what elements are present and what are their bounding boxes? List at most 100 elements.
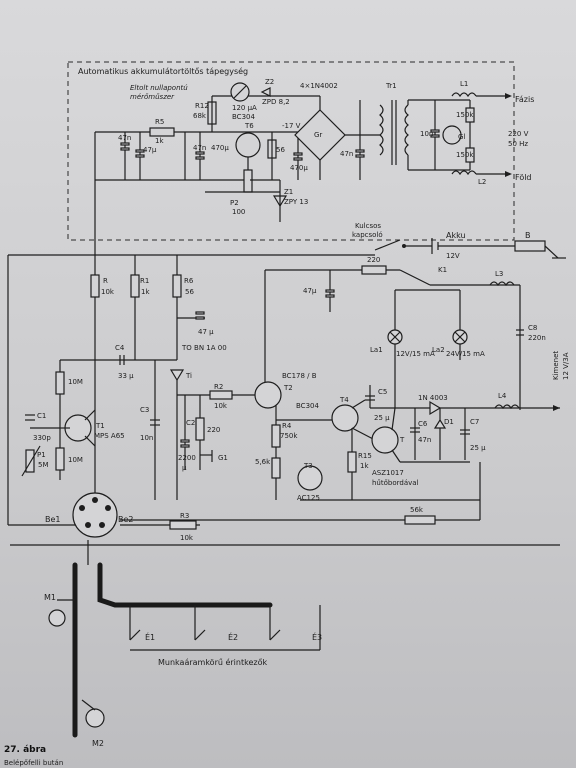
label-fold: Föld xyxy=(515,173,532,182)
label-r12-value: 68k xyxy=(193,112,207,120)
label-10n: 10n xyxy=(420,130,433,138)
label-l2: L2 xyxy=(478,178,486,186)
resistor-r15 xyxy=(347,451,357,473)
resistor-56k xyxy=(404,515,436,525)
label-gl: Gl xyxy=(458,133,465,141)
label-47u-1: 47μ xyxy=(143,146,157,154)
capacitor-plate xyxy=(195,156,205,160)
label-l1: L1 xyxy=(460,80,468,88)
capacitor-47u xyxy=(325,289,335,293)
label-p2-value: 100 xyxy=(232,208,245,216)
label-12v: 12V xyxy=(446,252,460,260)
resistor-220b xyxy=(195,417,205,441)
capacitor-plate xyxy=(325,294,335,298)
inductor-l3 xyxy=(489,281,515,287)
cable-bundle xyxy=(97,562,273,608)
label-b: B xyxy=(525,231,531,240)
capacitor-47u xyxy=(135,149,145,153)
transformer-primary xyxy=(379,104,384,156)
label-10m-1: 10M xyxy=(68,378,83,386)
label-c8-value: 220n xyxy=(528,334,546,342)
capacitor-plate xyxy=(355,154,365,158)
label-470u-2: 470μ xyxy=(290,164,308,172)
transistor-t4 xyxy=(331,404,359,432)
label-47n-1: 47n xyxy=(118,134,131,142)
label-m17v: -17 V xyxy=(282,122,301,130)
label-c6-value: 47n xyxy=(418,436,431,444)
key-switch xyxy=(374,239,401,251)
label-kulcs-2: kapcsoló xyxy=(352,231,383,239)
label-r1-value: 1k xyxy=(141,288,150,296)
label-c2-value: 2200 xyxy=(178,454,196,462)
inductor-l4 xyxy=(494,404,520,410)
label-c1-value: 330p xyxy=(33,434,51,442)
potentiometer-arrow xyxy=(21,445,41,477)
label-fazis: Fázis xyxy=(515,95,534,104)
label-t5: T xyxy=(399,436,405,444)
power-supply-dashed-box xyxy=(67,61,515,241)
arrow xyxy=(553,405,560,411)
label-47n-3: 47n xyxy=(340,150,353,158)
connector-pin xyxy=(105,505,111,511)
resistor-r6 xyxy=(172,274,182,298)
label-tr1: Tr1 xyxy=(385,82,397,90)
label-c7: C7 xyxy=(470,418,479,426)
meter-label-2: mérőműszer xyxy=(130,92,175,101)
label-r12: R12 xyxy=(195,102,209,110)
label-r3: R3 xyxy=(180,512,189,520)
arrow xyxy=(505,171,512,177)
label-bridge: 4×1N4002 xyxy=(300,82,338,90)
label-220v: 220 V xyxy=(508,130,529,138)
label-t3: T3 xyxy=(303,462,313,470)
label-470u: 470μ xyxy=(211,144,229,152)
label-c2: C2 xyxy=(186,419,195,427)
header-title: Automatikus akkumulátortöltős tápegység xyxy=(78,66,248,76)
resistor-r2 xyxy=(209,390,233,400)
label-150k-2: 150k xyxy=(456,151,474,159)
label-c4: C4 xyxy=(115,344,125,352)
wire xyxy=(544,245,559,259)
capacitor-47u-3 xyxy=(195,311,205,315)
label-tobn: TO BN 1A 00 xyxy=(181,344,227,352)
motor-m2 xyxy=(85,708,105,728)
resistor-10m-1 xyxy=(55,371,65,395)
lamp-cross xyxy=(389,331,401,343)
label-r6: R6 xyxy=(184,277,194,285)
label-p1: P1 xyxy=(37,451,46,459)
label-m1: M1 xyxy=(44,593,56,602)
label-l3: L3 xyxy=(495,270,503,278)
capacitor-47n xyxy=(120,142,130,146)
label-la1-value: 12V/15 mA xyxy=(396,350,435,358)
label-m2: M2 xyxy=(92,739,104,748)
label-t2: T2 xyxy=(283,384,293,392)
label-diode: 1N 4003 xyxy=(418,394,448,402)
capacitor-10n xyxy=(430,129,440,133)
label-47u-2: 47μ xyxy=(303,287,317,295)
label-e2: É2 xyxy=(228,631,238,642)
diode-1n4003 xyxy=(429,400,442,416)
label-p1-value: 5M xyxy=(38,461,49,469)
label-r-value: 10k xyxy=(101,288,115,296)
label-bc304: BC304 xyxy=(296,402,319,410)
resistor-r1 xyxy=(130,274,140,298)
resistor-5k6 xyxy=(271,457,281,479)
label-hato: hűtőbordával xyxy=(372,478,419,487)
relay-contact-k1 xyxy=(399,269,431,286)
potentiometer-p2 xyxy=(243,169,253,193)
label-150k-1: 150k xyxy=(456,111,474,119)
resistor-150k-1 xyxy=(465,107,475,123)
transistor-t2 xyxy=(254,381,282,409)
label-c5: C5 xyxy=(378,388,387,396)
label-t3-type: AC125 xyxy=(297,494,320,502)
wire xyxy=(391,407,396,431)
meter-label-1: Eltolt nullapontú xyxy=(130,84,188,92)
resistor-r4 xyxy=(271,424,281,448)
label-la2-value: 24V/15 mA xyxy=(446,350,485,358)
label-asz: ASZ1017 xyxy=(372,469,404,477)
label-t4: T4 xyxy=(339,396,349,404)
label-c6: C6 xyxy=(418,420,428,428)
fuse-b xyxy=(514,240,546,252)
label-220b: 220 xyxy=(207,426,220,434)
label-r: R xyxy=(103,277,108,285)
